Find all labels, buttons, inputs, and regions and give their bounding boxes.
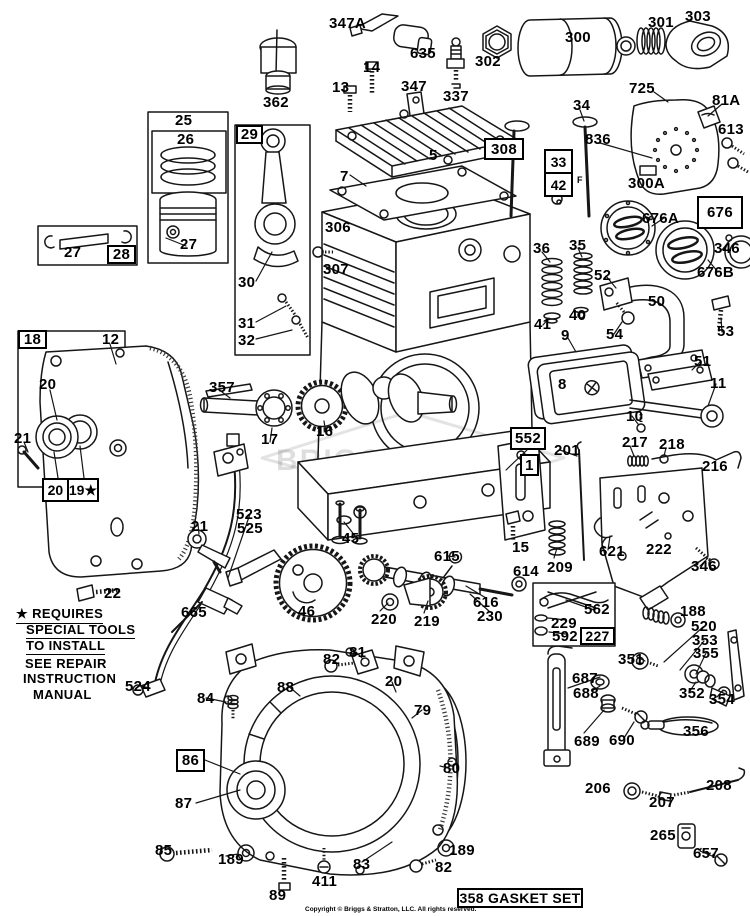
spring-188 bbox=[642, 606, 686, 628]
cable-fitting-665 bbox=[171, 587, 243, 633]
crankcase-cover bbox=[17, 330, 200, 578]
pipe-gasket-51 bbox=[647, 363, 713, 391]
cover-fasteners bbox=[159, 649, 455, 891]
piston-kit-box bbox=[147, 111, 229, 264]
kit-box-562 bbox=[532, 582, 616, 647]
bolt-53 bbox=[711, 295, 731, 331]
washer-614 bbox=[511, 576, 527, 592]
oil-slinger bbox=[403, 565, 453, 610]
bracket-687 bbox=[543, 645, 573, 767]
screw-10 bbox=[636, 414, 646, 433]
clip-615 bbox=[448, 551, 463, 564]
clip-265 bbox=[677, 823, 696, 849]
governor-rod-201 bbox=[576, 441, 585, 561]
washer-220 bbox=[381, 593, 399, 611]
breather-assembly bbox=[527, 344, 646, 425]
leader-lines bbox=[23, 91, 731, 863]
washer-688 bbox=[590, 674, 610, 690]
rod-208 bbox=[673, 767, 746, 797]
cable-end-524 bbox=[132, 678, 166, 698]
muffler-guard bbox=[630, 98, 720, 195]
crankshaft bbox=[199, 371, 458, 433]
cam-gear bbox=[273, 543, 353, 623]
fastener-14 bbox=[365, 61, 379, 94]
fastener-13 bbox=[343, 85, 357, 112]
connecting-rod-box bbox=[234, 124, 311, 356]
bolt-206 bbox=[623, 782, 659, 800]
bolt-54 bbox=[614, 301, 635, 325]
wrist-pin-box bbox=[37, 225, 138, 266]
link-356 bbox=[640, 716, 719, 736]
rotating-screen-676 bbox=[724, 234, 750, 269]
governor-crank bbox=[187, 529, 282, 587]
rotating-screen-676B bbox=[655, 220, 715, 280]
copyright-text: Copyright © Briggs & Stratton, LLC. All … bbox=[305, 906, 477, 913]
deflector-81A bbox=[697, 105, 721, 129]
bolt-15 bbox=[505, 510, 521, 542]
breather-tube bbox=[629, 399, 724, 428]
control-bracket-222 bbox=[593, 467, 720, 611]
valve-springs bbox=[541, 252, 593, 324]
rotating-screen-676A bbox=[600, 200, 656, 256]
mounting-bracket-552 bbox=[497, 437, 546, 541]
grommet-689 bbox=[600, 694, 616, 713]
oil-filler-cap bbox=[259, 29, 297, 95]
nut-207 bbox=[658, 791, 672, 802]
head-gasket bbox=[329, 165, 517, 221]
engine-base bbox=[297, 429, 551, 541]
spring-301 bbox=[636, 27, 666, 55]
governor-springs-216-218 bbox=[627, 450, 742, 469]
cylinder-head bbox=[335, 105, 519, 178]
exhaust-elbow bbox=[665, 20, 730, 70]
tappets bbox=[331, 500, 368, 545]
bracket-347A bbox=[349, 13, 399, 37]
screws-613 bbox=[721, 137, 749, 174]
bolt-22 bbox=[76, 584, 121, 602]
breather-elbow bbox=[393, 24, 433, 56]
gear-cover bbox=[219, 643, 467, 876]
spark-plug bbox=[446, 37, 465, 89]
screw-690 bbox=[621, 706, 648, 724]
muffler bbox=[517, 17, 636, 77]
washer-stack bbox=[631, 629, 745, 707]
screw-657 bbox=[699, 847, 728, 867]
lock-nut-302 bbox=[482, 25, 512, 59]
